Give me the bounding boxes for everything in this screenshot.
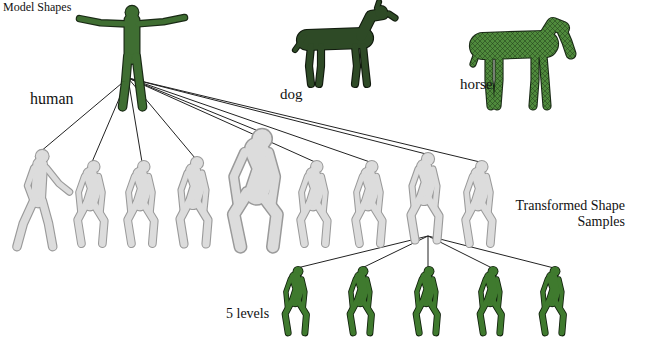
transformed-sample: [128, 160, 155, 244]
transformed-sample: [180, 156, 208, 244]
shape-name: dog: [280, 86, 303, 103]
model-shape-label: dog: [280, 86, 303, 103]
model-shape-label: human: [30, 90, 74, 108]
text-label: Model Shapes: [3, 1, 71, 15]
caption-label: Model Shapes: [3, 1, 71, 15]
human-model: [80, 5, 185, 107]
transformed-sample: [234, 128, 277, 247]
caption-label: Transformed Shape Samples: [505, 198, 625, 230]
level-sample: [542, 266, 563, 333]
transformed-sample: [356, 160, 383, 244]
horse-model: [473, 24, 571, 106]
transformed-sample: [466, 160, 493, 244]
level-sample: [350, 266, 371, 333]
connecting-lines: [40, 78, 554, 268]
level-sample: [416, 266, 437, 333]
caption-label: 5 levels: [226, 306, 269, 322]
model-shape-label: horse: [460, 76, 493, 93]
transformed-sample: [301, 160, 328, 244]
transformed-sample: [78, 160, 105, 244]
text-label: Transformed Shape Samples: [505, 198, 625, 230]
transformed-sample: [17, 149, 70, 247]
text-label: 5 levels: [226, 306, 269, 322]
transformed-sample: [411, 152, 439, 240]
shape-name: horse: [460, 76, 493, 93]
level-sample: [285, 266, 306, 333]
shape-name: human: [30, 90, 74, 108]
level-sample: [480, 266, 501, 333]
figures: [17, 2, 571, 333]
dog-model: [295, 2, 395, 84]
